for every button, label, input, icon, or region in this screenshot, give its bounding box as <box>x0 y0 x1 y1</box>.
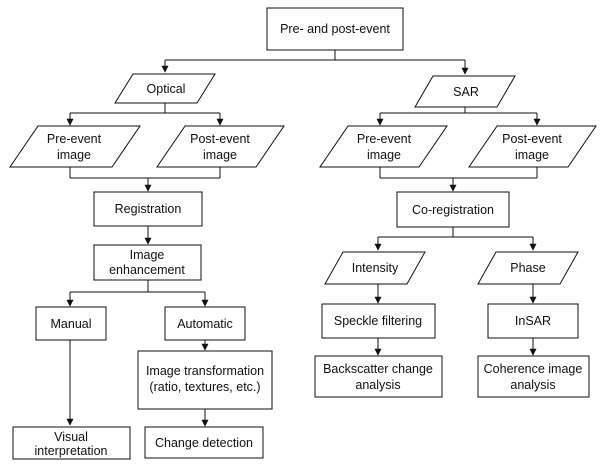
automatic-node: Automatic <box>164 306 246 341</box>
intensity-node: Intensity <box>324 251 426 285</box>
intensity-label: Intensity <box>352 261 399 275</box>
optical-pre-event-node: Pre-event image <box>9 125 141 168</box>
manual-label: Manual <box>51 317 92 331</box>
visual-interpretation-node: Visual interpretation <box>12 426 131 460</box>
registration-node: Registration <box>93 191 203 227</box>
backscatter-change-line2: analysis <box>355 378 400 392</box>
phase-label: Phase <box>510 261 545 275</box>
optical-post-event-node: Post-event image <box>156 125 285 168</box>
change-detection-node: Change detection <box>144 426 264 459</box>
image-enhancement-line2: enhancement <box>109 263 185 277</box>
visual-interpretation-line1: Visual <box>54 430 88 444</box>
backscatter-change-node: Backscatter change analysis <box>314 355 443 398</box>
sar-label: SAR <box>453 85 479 99</box>
automatic-label: Automatic <box>177 317 233 331</box>
sar-post-event-node: Post-event image <box>468 125 597 168</box>
coherence-image-node: Coherence image analysis <box>477 355 590 398</box>
registration-label: Registration <box>115 202 182 216</box>
optical-label: Optical <box>147 82 186 96</box>
sar-pre-event-line1: Pre-event <box>357 132 412 146</box>
root-label: Pre- and post-event <box>280 22 390 36</box>
connector-lines <box>66 50 541 427</box>
sar-pre-event-node: Pre-event image <box>319 125 448 168</box>
change-detection-label: Change detection <box>155 436 253 450</box>
sar-post-event-line1: Post-event <box>502 132 562 146</box>
coherence-image-line2: analysis <box>510 378 555 392</box>
insar-label: InSAR <box>515 314 551 328</box>
image-enhancement-line1: Image <box>130 248 165 262</box>
insar-node: InSAR <box>487 303 579 339</box>
coregistration-label: Co-registration <box>412 203 494 217</box>
coherence-image-line1: Coherence image <box>484 362 583 376</box>
optical-pre-event-line2: image <box>57 148 91 162</box>
speckle-filtering-node: Speckle filtering <box>321 303 436 339</box>
image-transformation-node: Image transformation (ratio, textures, e… <box>137 350 273 410</box>
sar-post-event-line2: image <box>515 148 549 162</box>
manual-node: Manual <box>35 306 107 341</box>
speckle-filtering-label: Speckle filtering <box>334 314 422 328</box>
image-transformation-line2: (ratio, textures, etc.) <box>149 380 260 394</box>
sar-node: SAR <box>414 75 516 108</box>
optical-pre-event-line1: Pre-event <box>47 132 102 146</box>
image-enhancement-node: Image enhancement <box>93 244 202 281</box>
backscatter-change-line1: Backscatter change <box>323 362 433 376</box>
visual-interpretation-line2: interpretation <box>35 444 108 458</box>
optical-post-event-line2: image <box>203 148 237 162</box>
root-node: Pre- and post-event <box>266 7 404 51</box>
phase-node: Phase <box>477 251 579 285</box>
optical-post-event-line1: Post-event <box>190 132 250 146</box>
sar-pre-event-line2: image <box>367 148 401 162</box>
optical-node: Optical <box>114 73 216 104</box>
coregistration-node: Co-registration <box>396 191 510 228</box>
image-transformation-line1: Image transformation <box>146 364 264 378</box>
